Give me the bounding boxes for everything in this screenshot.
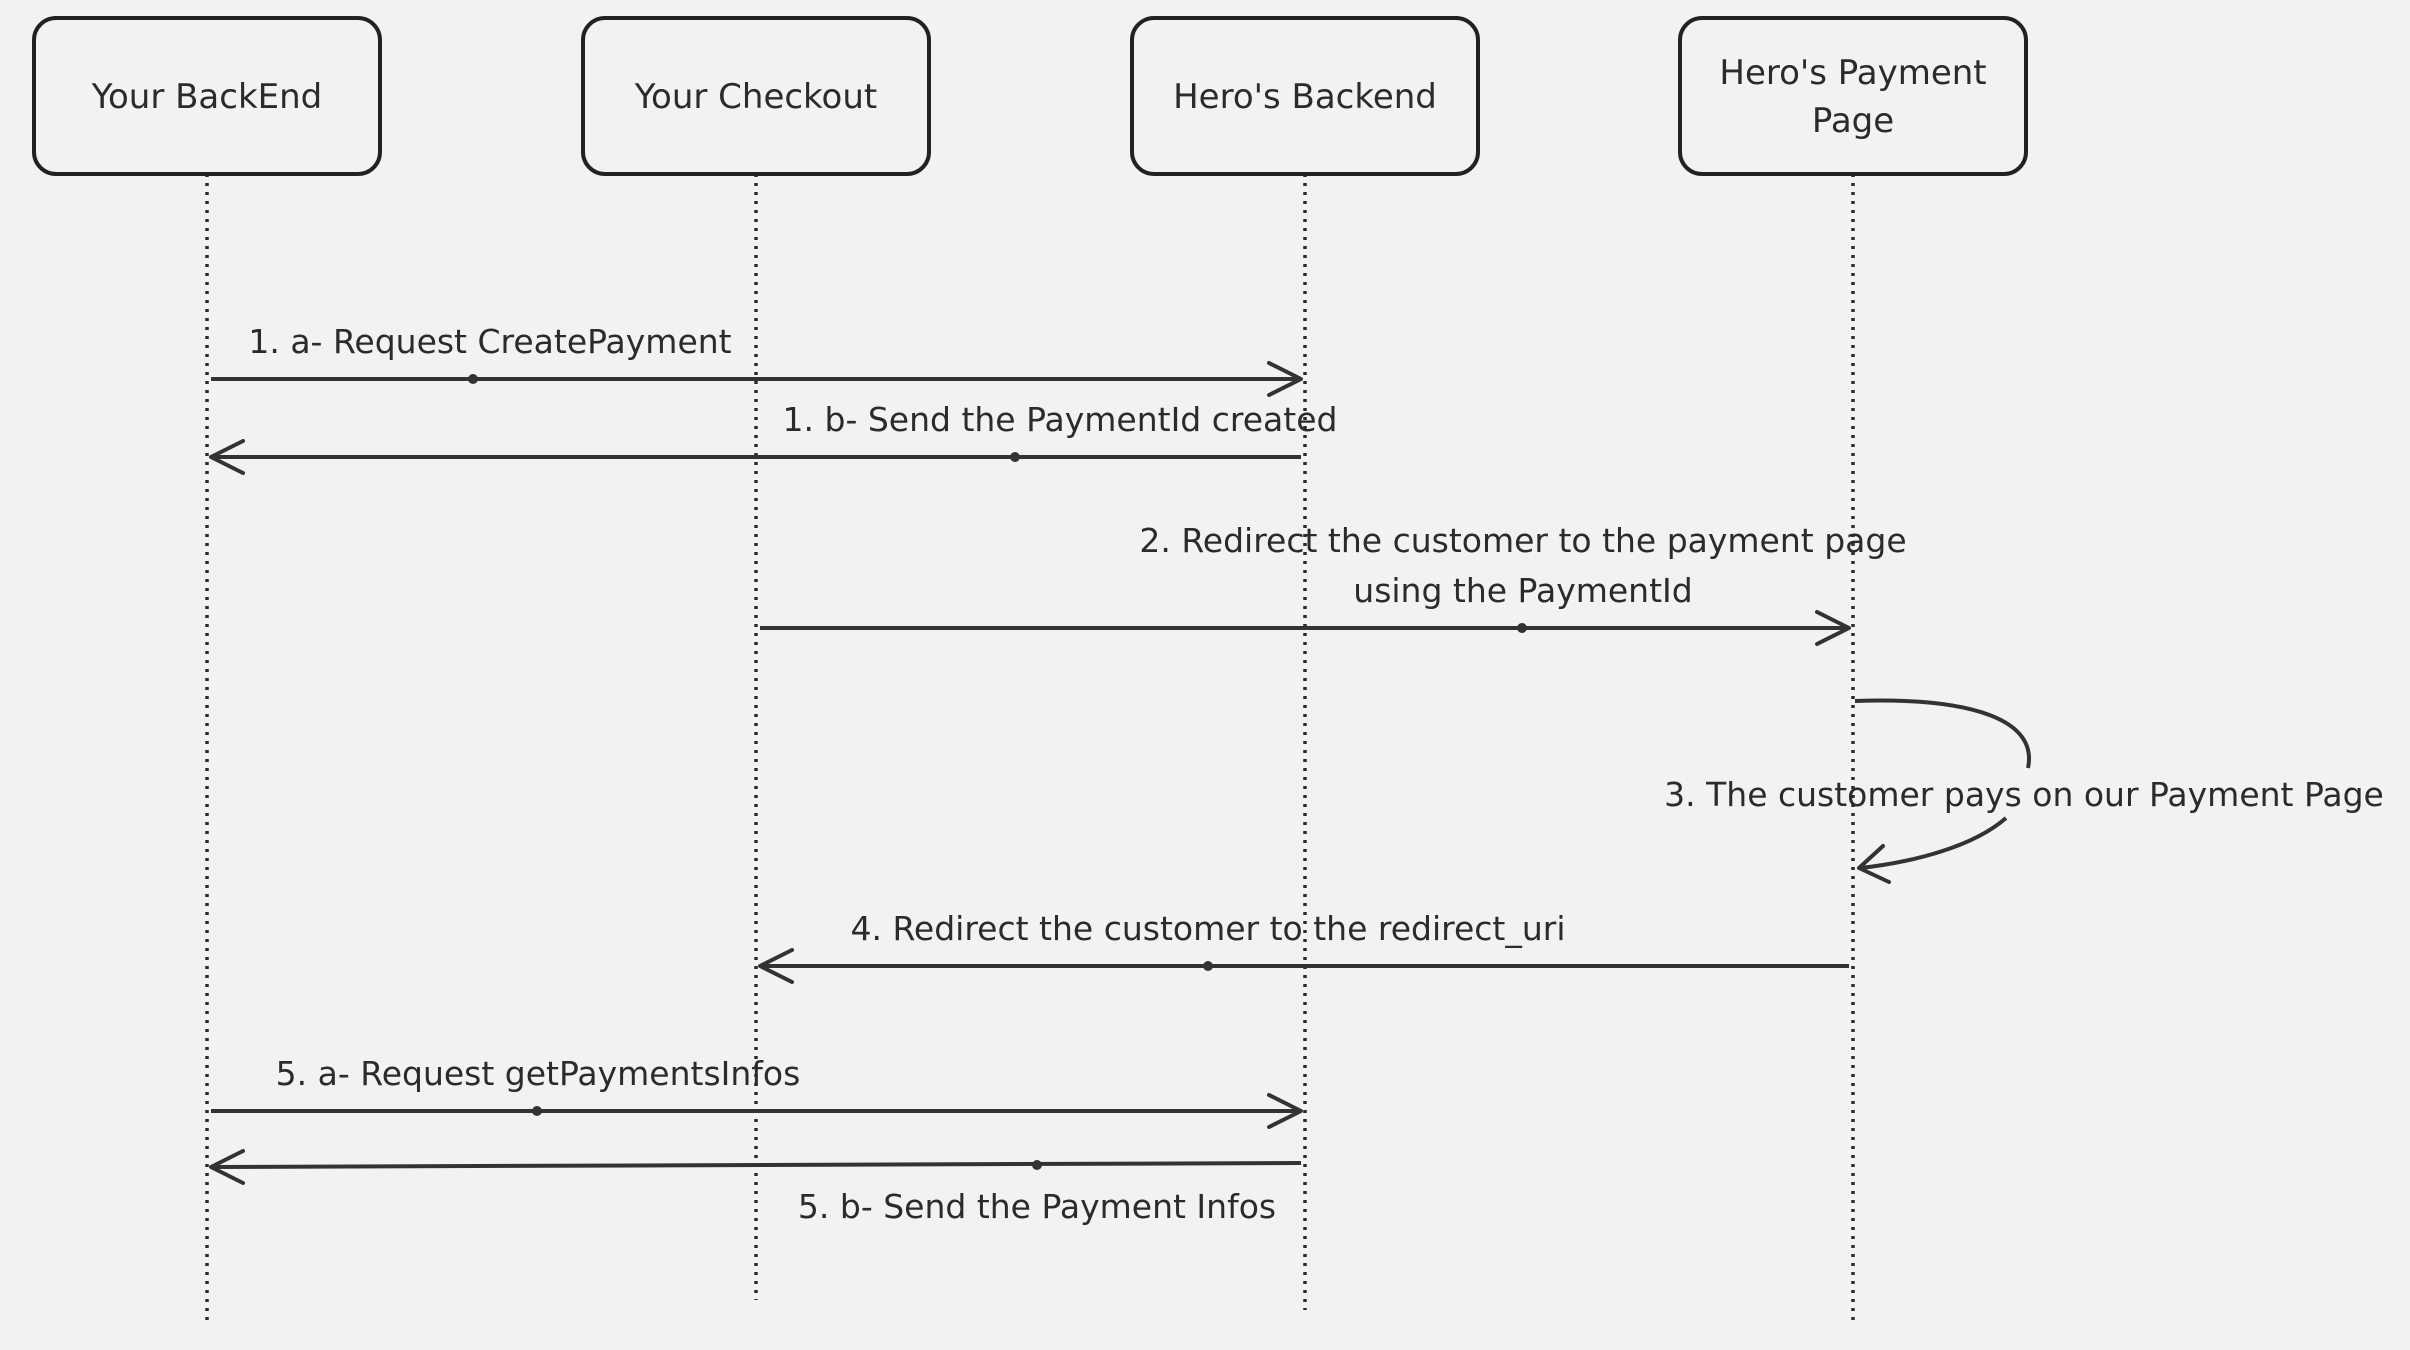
message-3: 3. The customer pays on our Payment Page xyxy=(1664,698,2384,884)
message-5a: 5. a- Request getPaymentsInfos xyxy=(211,1054,1303,1129)
message-1b: 1. b- Send the PaymentId created xyxy=(209,400,1338,475)
self-loop-lower xyxy=(1860,816,2008,870)
messages: 1. a- Request CreatePayment 1. b- Send th… xyxy=(209,322,2384,1226)
actor-box xyxy=(1678,16,2028,176)
message-midpoint-dot xyxy=(468,374,478,384)
message-midpoint-dot xyxy=(1032,1160,1042,1170)
message-label: 5. a- Request getPaymentsInfos xyxy=(276,1054,801,1093)
self-loop-upper xyxy=(1854,698,2031,769)
message-label: using the PaymentId xyxy=(1353,571,1692,610)
arrow-head-icon xyxy=(209,439,245,475)
actor-label: Your BackEnd xyxy=(91,77,323,117)
arrow-head-icon xyxy=(1267,1093,1303,1129)
message-midpoint-dot xyxy=(532,1106,542,1116)
actor-label: Page xyxy=(1812,101,1894,141)
actor-box xyxy=(32,16,382,176)
actor-your-backend: Your BackEnd xyxy=(32,16,382,176)
arrow-head-icon xyxy=(1815,610,1851,646)
message-label: 4. Redirect the customer to the redirect… xyxy=(851,909,1566,948)
actor-box xyxy=(581,16,931,176)
message-5b: 5. b- Send the Payment Infos xyxy=(209,1149,1302,1226)
actor-box xyxy=(1130,16,1480,176)
actor-your-checkout: Your Checkout xyxy=(581,16,931,176)
arrow-head-icon xyxy=(209,1149,245,1185)
arrow-head-icon xyxy=(1857,844,1891,884)
actor-label: Your Checkout xyxy=(634,77,877,117)
message-1a: 1. a- Request CreatePayment xyxy=(211,322,1303,397)
actor-label: Hero's Payment xyxy=(1719,53,1986,93)
message-midpoint-dot xyxy=(1517,623,1527,633)
arrow-head-icon xyxy=(1267,361,1303,397)
message-label: 1. a- Request CreatePayment xyxy=(248,322,731,361)
message-2: 2. Redirect the customer to the payment … xyxy=(760,521,1907,646)
message-label: 1. b- Send the PaymentId created xyxy=(783,400,1338,439)
message-midpoint-dot xyxy=(1010,452,1020,462)
arrow-head-icon xyxy=(758,948,794,984)
message-label: 3. The customer pays on our Payment Page xyxy=(1664,775,2384,814)
message-line xyxy=(210,1161,1302,1169)
actor-label: Hero's Backend xyxy=(1173,77,1437,117)
actors: Your BackEnd Your Checkout Hero's Backend H… xyxy=(32,16,2028,176)
actor-heros-backend: Hero's Backend xyxy=(1130,16,1480,176)
message-midpoint-dot xyxy=(1203,961,1213,971)
message-label: 2. Redirect the customer to the payment … xyxy=(1139,521,1906,560)
message-label: 5. b- Send the Payment Infos xyxy=(798,1187,1276,1226)
message-4: 4. Redirect the customer to the redirect… xyxy=(758,909,1849,984)
